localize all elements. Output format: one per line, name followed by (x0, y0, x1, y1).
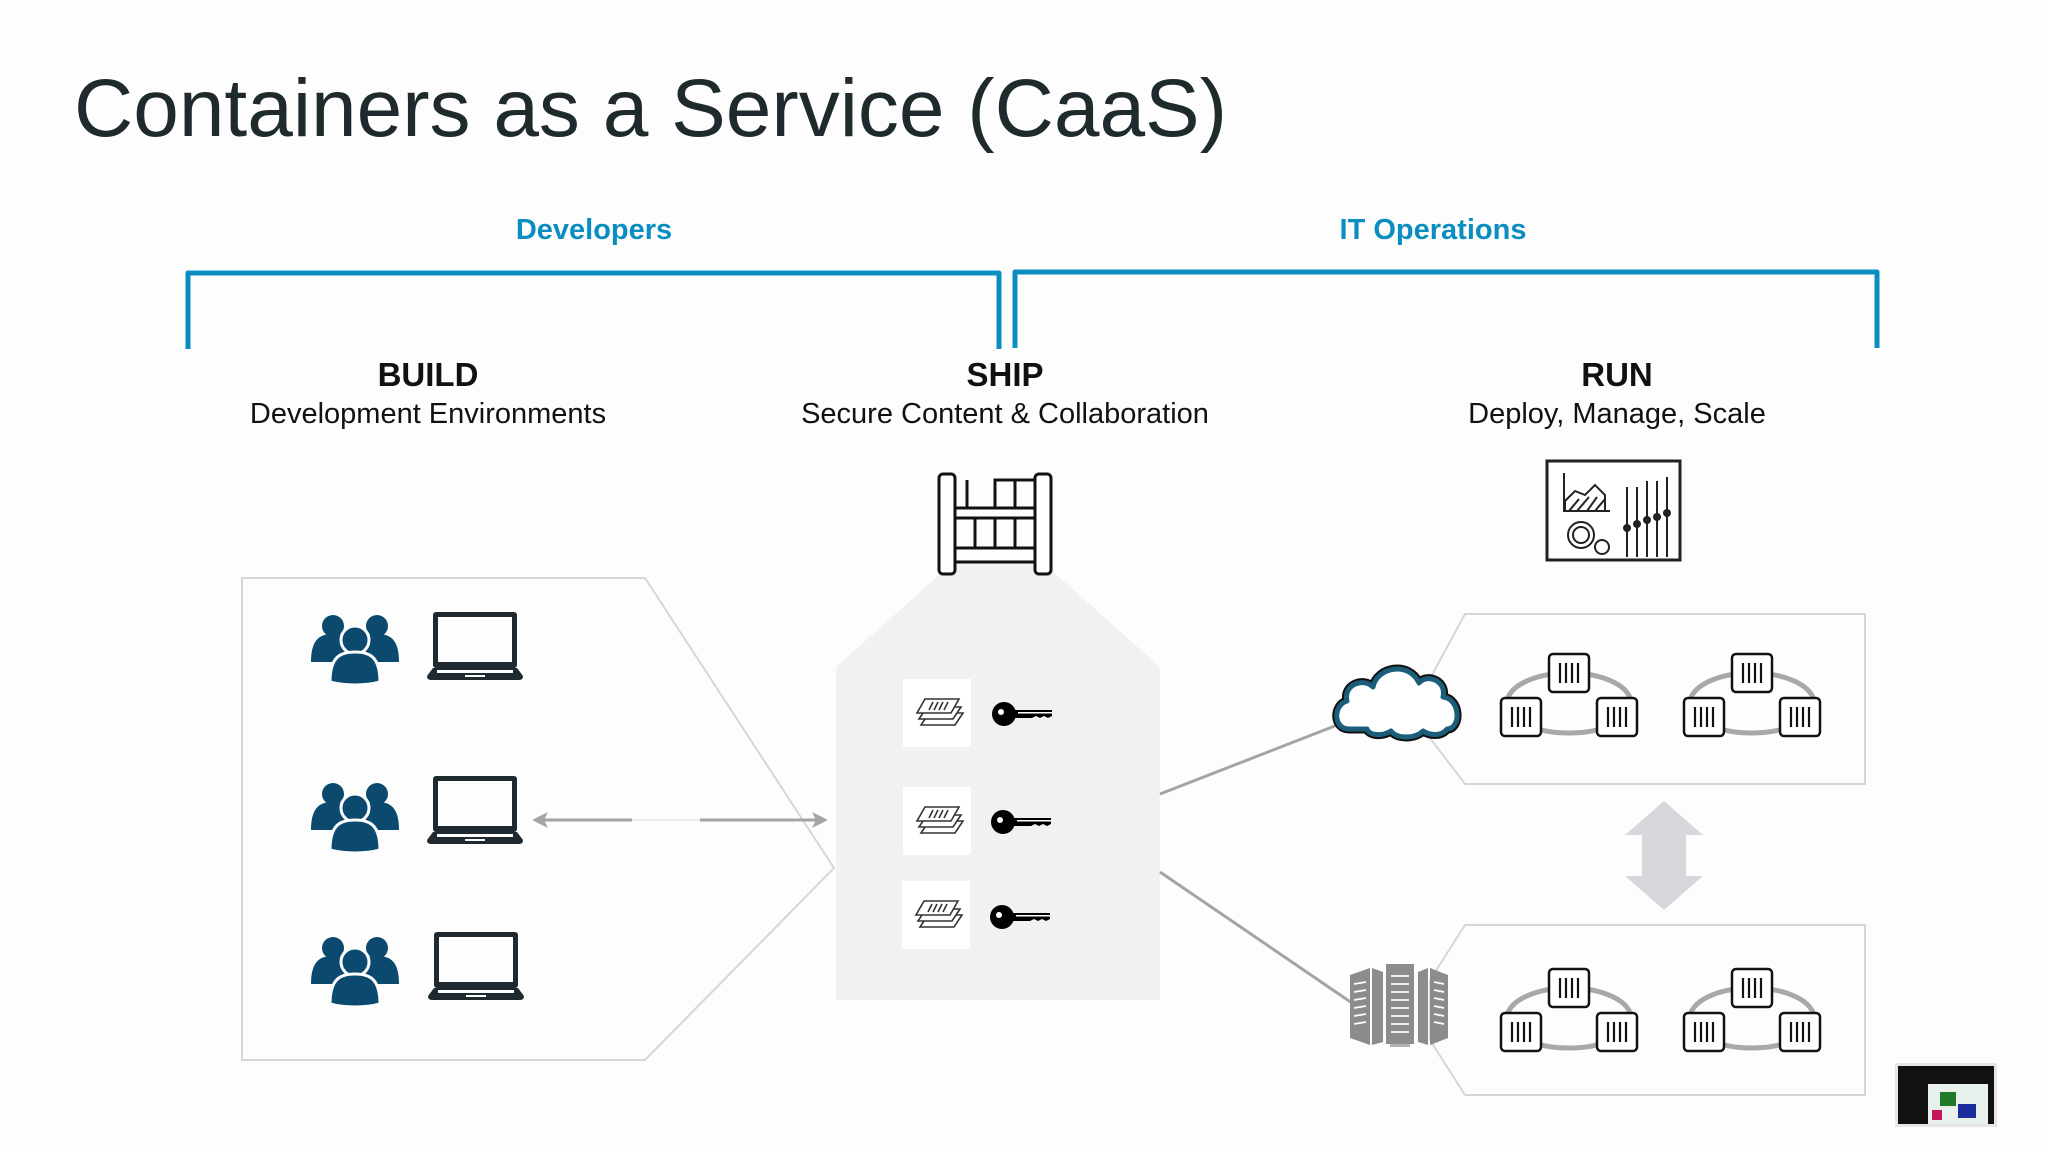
laptop-icon (427, 612, 523, 680)
stage-title-run: RUN (1581, 356, 1653, 393)
image-layers-icon (901, 880, 971, 950)
laptop-icon (427, 776, 523, 844)
image-layers-icon (902, 786, 972, 856)
stage-title-ship: SHIP (966, 356, 1044, 393)
cloud-icon (1332, 664, 1462, 742)
connector-datacenter (1159, 870, 1353, 1005)
connector-cloud (1159, 720, 1346, 796)
registry-icon (937, 472, 1053, 576)
stage-subtitle-run: Deploy, Manage, Scale (1468, 398, 1766, 430)
build-ship-arrow (532, 812, 828, 828)
it-operations-bracket (1012, 269, 1880, 348)
page-title: Containers as a Service (CaaS) (74, 63, 1228, 154)
stage-subtitle-ship: Secure Content & Collaboration (801, 398, 1209, 430)
developers-bracket (185, 270, 1002, 349)
corner-thumbnail (1895, 1063, 1997, 1127)
stage-subtitle-build: Development Environments (249, 398, 607, 430)
datacenter-servers-icon (1350, 964, 1448, 1047)
group-label-it-operations: IT Operations (1339, 214, 1527, 246)
dashboard-icon (1545, 459, 1682, 562)
group-label-developers: Developers (515, 214, 673, 246)
laptop-icon (428, 932, 524, 1000)
ship-panel (836, 560, 1160, 1000)
stage-title-build: BUILD (377, 356, 479, 393)
up-down-arrow-icon (1625, 801, 1703, 910)
run-datacenter-panel (1429, 924, 1866, 1096)
image-layers-icon (902, 678, 972, 748)
